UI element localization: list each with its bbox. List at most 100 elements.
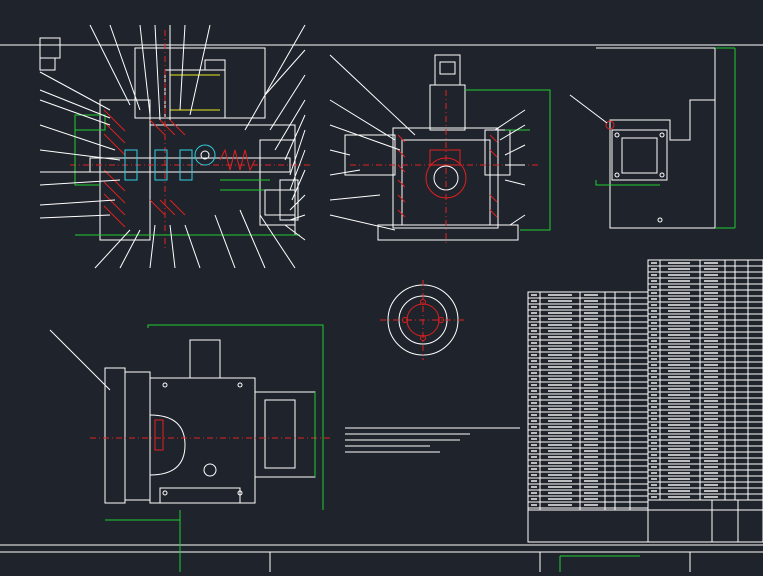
table-cell-text [668, 454, 690, 456]
table-cell-text [651, 364, 657, 366]
table-cell-text [548, 318, 572, 320]
table-cell-text [531, 324, 537, 326]
table-cell-text [584, 384, 598, 386]
table-cell-text [548, 408, 572, 410]
table-cell-text [548, 474, 572, 476]
top-view [49, 324, 330, 572]
table-cell-text [704, 406, 718, 408]
tech-notes [345, 427, 520, 453]
table-cell-text [531, 378, 537, 380]
table-cell-text [668, 478, 690, 480]
table-cell-text [584, 336, 598, 338]
table-cell-text [548, 396, 572, 398]
table-cell-text [531, 498, 537, 500]
table-cell-text [584, 306, 598, 308]
table-cell-text [548, 492, 572, 494]
table-cell-text [651, 274, 657, 276]
table-cell-text [584, 456, 598, 458]
table-cell-text [531, 300, 537, 302]
table-cell-text [704, 376, 718, 378]
table-cell-text [531, 354, 537, 356]
table-cell-text [584, 348, 598, 350]
table-cell-text [651, 352, 657, 354]
table-cell-text [651, 484, 657, 486]
front-section-view [329, 54, 551, 245]
table-cell-text [584, 480, 598, 482]
table-cell-text [548, 462, 572, 464]
table-cell-text [668, 376, 690, 378]
table-cell-text [668, 310, 690, 312]
table-cell-text [651, 394, 657, 396]
table-cell-text [531, 486, 537, 488]
table-cell-text [548, 414, 572, 416]
table-cell-text [548, 402, 572, 404]
table-cell-text [548, 342, 572, 344]
table-cell-text [668, 370, 690, 372]
table-cell-text [704, 274, 718, 276]
table-cell-text [704, 292, 718, 294]
table-cell-text [704, 412, 718, 414]
table-cell-text [584, 366, 598, 368]
table-cell-text [704, 424, 718, 426]
table-cell-text [668, 418, 690, 420]
table-cell-text [584, 318, 598, 320]
table-cell-text [584, 450, 598, 452]
table-cell-text [548, 348, 572, 350]
table-cell-text [584, 354, 598, 356]
table-cell-text [584, 294, 598, 296]
table-cell-text [584, 474, 598, 476]
table-cell-text [668, 346, 690, 348]
table-cell-text [668, 448, 690, 450]
table-cell-text [668, 430, 690, 432]
table-cell-text [584, 324, 598, 326]
table-cell-text [531, 342, 537, 344]
table-cell-text [651, 292, 657, 294]
table-cell-text [704, 460, 718, 462]
table-cell-text [704, 280, 718, 282]
table-cell-text [548, 504, 572, 506]
table-cell-text [704, 340, 718, 342]
table-cell-text [584, 504, 598, 506]
table-cell-text [548, 300, 572, 302]
table-cell-text [531, 330, 537, 332]
table-cell-text [548, 468, 572, 470]
table-cell-text [584, 378, 598, 380]
table-cell-text [584, 426, 598, 428]
table-cell-text [704, 358, 718, 360]
table-cell-text [668, 388, 690, 390]
table-cell-text [668, 280, 690, 282]
table-cell-text [704, 346, 718, 348]
table-cell-text [651, 466, 657, 468]
table-cell-text [584, 300, 598, 302]
table-cell-text [548, 306, 572, 308]
table-cell-text [548, 432, 572, 434]
table-cell-text [651, 490, 657, 492]
table-cell-text [704, 484, 718, 486]
table-cell-text [531, 462, 537, 464]
table-cell-text [548, 480, 572, 482]
table-cell-text [584, 312, 598, 314]
table-cell-text [531, 390, 537, 392]
table-cell-text [704, 472, 718, 474]
table-cell-text [531, 456, 537, 458]
table-cell-text [668, 328, 690, 330]
table-cell-text [548, 486, 572, 488]
table-cell-text [584, 486, 598, 488]
table-cell-text [531, 414, 537, 416]
table-cell-text [668, 460, 690, 462]
table-cell-text [531, 366, 537, 368]
table-cell-text [704, 430, 718, 432]
table-cell-text [584, 390, 598, 392]
table-cell-text [651, 328, 657, 330]
table-cell-text [651, 478, 657, 480]
table-cell-text [651, 280, 657, 282]
table-cell-text [651, 310, 657, 312]
table-cell-text [531, 408, 537, 410]
table-cell-text [651, 496, 657, 498]
table-cell-text [531, 420, 537, 422]
table-cell-text [651, 370, 657, 372]
table-cell-text [651, 268, 657, 270]
table-cell-text [668, 298, 690, 300]
table-cell-text [584, 498, 598, 500]
table-cell-text [668, 442, 690, 444]
